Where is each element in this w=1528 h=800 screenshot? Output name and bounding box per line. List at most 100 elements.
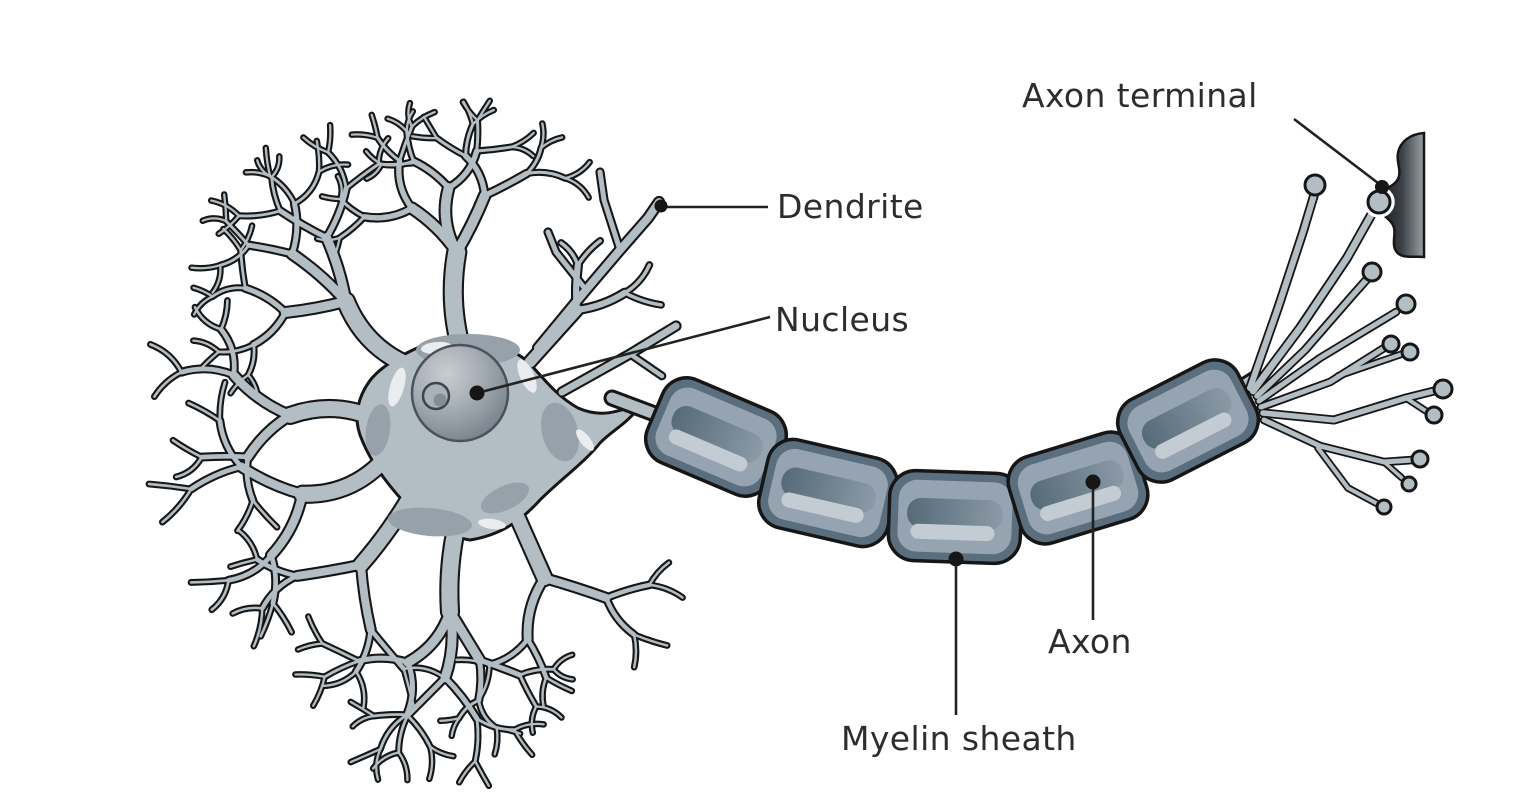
dendrite-branch [210,578,230,612]
myelin-segment [644,376,788,498]
dendrite-branch [264,146,272,178]
dendrite-branch [539,122,545,149]
dendrite-branch [361,205,415,221]
dendrite-branch [435,136,468,158]
myelin-segment-highlight [1155,412,1232,459]
dendrite-branch [147,482,193,491]
dendrite-branch [627,351,665,379]
dendrite-branch [540,574,611,602]
dendrite-branch [473,717,480,763]
myelin-segment-groove [1030,460,1124,511]
dendrite-branch [474,760,490,787]
dendrite-branch [237,462,307,499]
dendrite-branch [237,528,259,561]
dendrite-branch [405,713,432,749]
leader-lines [469,117,1389,715]
terminal-branch [1249,206,1378,395]
dendrite-branch [407,101,414,128]
dendrite-branch [217,343,256,354]
dendrite-branch [518,667,556,677]
terminal-branch [1254,275,1371,399]
dendrite-branch [218,326,237,378]
dendrite-branch [237,209,282,218]
dendrite-branch [353,627,373,674]
dendrite-branch [229,370,295,420]
terminal-knob [1424,405,1444,425]
dendrite-branch [294,673,326,678]
dendrite-branch [541,676,548,709]
dendrite-branch [293,560,365,580]
dendrite-branch-outline [324,148,350,193]
dendrite-branch [320,642,361,663]
dendrite-branch [192,286,214,298]
terminal-branch [1261,417,1415,465]
dendrite-branch [648,583,684,599]
dendrite-branch [277,208,330,241]
dendrite-branch [149,343,183,374]
myelin-sheath [644,358,1261,566]
dendrite-branch [493,726,499,756]
dendrite-branch [199,453,251,460]
dendrite-branch [535,705,563,719]
dendrite-branch [219,299,229,331]
dendrite-branch [523,574,549,644]
soma-highlight [478,518,506,530]
dendrite-branch [326,150,348,191]
soma-highlight [576,429,594,451]
dendrite-branch [317,163,350,173]
dendrite-branch [270,175,282,213]
dendrite-branch [405,675,448,718]
dendrite-branch [623,263,652,295]
dendrite-branch [351,714,376,728]
terminal-branch-outline [1259,415,1417,467]
dendrite-branch [356,655,411,665]
dendrite-branch [564,177,590,199]
dendrite-branch [632,633,638,669]
dendrite-branch [445,148,480,191]
dendrite-branch [224,219,251,247]
soma-highlight [517,359,537,393]
dendrite-branch [552,668,574,681]
dendrite-branch [410,110,436,128]
dendrite-branch [623,291,663,307]
myelin-segment-highlight [910,523,995,542]
dendrite-branch [386,117,408,133]
dendrite-branch [344,162,381,191]
dendrite-branch [259,601,275,638]
dendrite-branch [429,745,455,758]
dendrite-branch [379,713,409,751]
leader-dot-nucleus [469,385,485,401]
dendrite-branch [153,370,183,398]
dendrite-branch [338,215,366,240]
dendrite-branch-outline [290,168,323,208]
dendrite-branch [510,145,535,158]
label-myelin-sheath: Myelin sheath [841,719,1077,758]
dendrite-branch [597,169,623,253]
dendrite-branch [296,642,324,651]
dendrite-branch [192,295,214,316]
soma-shadow-patch [540,402,580,462]
myelin-segment [757,437,899,549]
dendrite-branch [558,322,680,396]
dendrite-branch [487,637,530,667]
dendrite-branch [482,170,530,199]
dendrite-branch [270,155,281,179]
dendrite-branch [525,637,549,680]
myelin-segment-highlight [781,492,864,523]
dendrite-branch [545,229,589,293]
terminal-knob [1400,475,1418,493]
soma-shadow-patch [480,482,530,514]
dendrite-branch [405,110,414,133]
dendrite-branch-outline [561,174,592,201]
dendrite-branch [312,675,326,707]
label-nucleus: Nucleus [775,300,910,339]
dendrite-branch [564,160,591,180]
dendrite-branch [375,747,382,781]
dendrite-branch [271,601,293,634]
dendrite-branch [349,747,382,764]
dendrite-branch [174,455,203,479]
dendrite-branch [559,241,580,267]
terminal-branch [1316,446,1378,505]
dendrite-branch [251,309,288,348]
